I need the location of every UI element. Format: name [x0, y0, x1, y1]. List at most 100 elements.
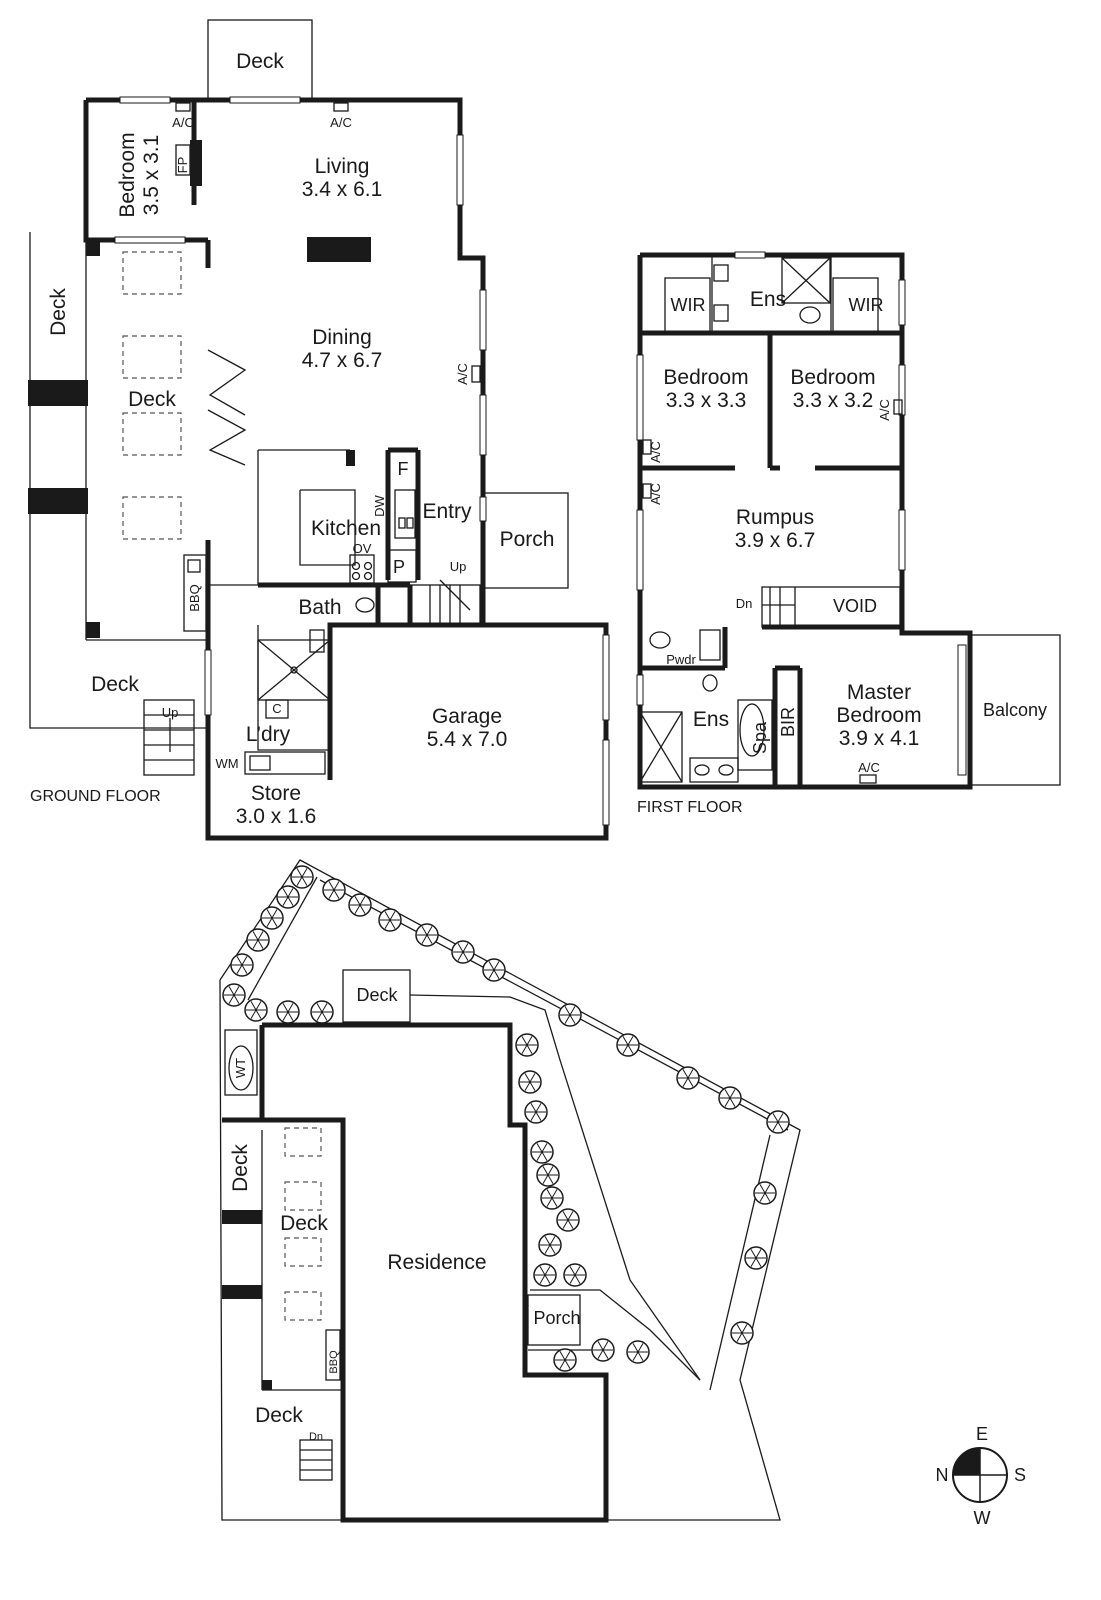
ff-balcony-label: Balcony [983, 700, 1047, 720]
tree-icon [482, 958, 506, 982]
site-residence-label: Residence [387, 1251, 486, 1274]
ff-ac-1-label: A/C [648, 441, 663, 463]
ff-rumpus-size: 3.9 x 6.7 [735, 529, 816, 552]
gf-dishwasher-label: DW [372, 494, 387, 516]
gf-oven-label: OV [353, 541, 372, 556]
ff-wir-left-label: WIR [671, 295, 706, 315]
ff-ac-4-label: A/C [858, 760, 880, 775]
first-floor-plan [636, 251, 1061, 790]
gf-ac-2-label: A/C [330, 115, 352, 130]
tree-icon [348, 893, 372, 917]
tree-icon [533, 1263, 557, 1287]
tree-icon [378, 908, 402, 932]
tree-icon [730, 1321, 754, 1345]
site-porch-label: Porch [533, 1308, 580, 1328]
gf-living-label: Living [315, 155, 370, 178]
site-water-tank-label: WT [233, 1058, 248, 1078]
tree-icon [290, 865, 314, 889]
first-floor-label: FIRST FLOOR [637, 799, 743, 816]
site-deck-top-label: Deck [356, 985, 398, 1005]
gf-deck-side-label: Deck [47, 288, 70, 336]
ff-ac-3-label: A/C [877, 399, 892, 421]
ff-wir-right-label: WIR [849, 295, 884, 315]
site-deck-bottom-label: Deck [255, 1404, 303, 1427]
tree-icon [558, 1003, 582, 1027]
ff-ac-2-label: A/C [648, 483, 663, 505]
compass-east-label: E [976, 1424, 988, 1444]
ff-master-label-1: Master [847, 681, 911, 704]
tree-icon [538, 1233, 562, 1257]
gf-laundry-label: L’dry [246, 723, 291, 746]
gf-bbq-label: BBQ [187, 584, 202, 611]
gf-deck-bottom-label: Deck [91, 673, 139, 696]
gf-ac-1-label: A/C [172, 115, 194, 130]
tree-icon [753, 1181, 777, 1205]
tree-icon [222, 983, 246, 1007]
tree-icon [310, 1000, 334, 1024]
tree-icon [563, 1263, 587, 1287]
gf-store-size: 3.0 x 1.6 [236, 805, 317, 828]
tree-icon [676, 1066, 700, 1090]
gf-cupboard-label: C [272, 701, 281, 716]
ff-down-label: Dn [736, 596, 753, 611]
gf-garage-size: 5.4 x 7.0 [427, 728, 508, 751]
gf-kitchen-label: Kitchen [311, 517, 381, 540]
gf-living-size: 3.4 x 6.1 [302, 178, 383, 201]
ground-floor-label: GROUND FLOOR [30, 788, 161, 805]
gf-garage-label: Garage [432, 705, 502, 728]
tree-icon [591, 1338, 615, 1362]
gf-fridge-label: F [398, 459, 409, 479]
tree-icon [451, 940, 475, 964]
gf-deck-top-label: Deck [236, 50, 284, 73]
ff-ensuite-top-label: Ens [750, 288, 786, 311]
ground-floor-plan [28, 19, 610, 841]
tree-icon [536, 1163, 560, 1187]
ff-powder-label: Pwdr [666, 652, 696, 667]
gf-up-stairs-label: Up [162, 705, 179, 720]
ff-void-label: VOID [833, 596, 877, 616]
ff-bedroom-left-label: Bedroom [663, 366, 748, 389]
tree-icon [556, 1208, 580, 1232]
tree-icon [616, 1033, 640, 1057]
gf-pantry-label: P [393, 557, 405, 577]
tree-icon [515, 1033, 539, 1057]
tree-icon [246, 928, 270, 952]
tree-icon [524, 1100, 548, 1124]
ff-rumpus-label: Rumpus [736, 506, 814, 529]
tree-icon [766, 1110, 790, 1134]
compass-south-label: S [1014, 1465, 1026, 1485]
ff-bedroom-right-size: 3.3 x 3.2 [793, 389, 874, 412]
compass [952, 1447, 1008, 1503]
compass-west-label: W [974, 1508, 991, 1528]
gf-porch-label: Porch [500, 528, 555, 551]
ff-master-size: 3.9 x 4.1 [839, 727, 920, 750]
ff-ensuite-bottom-label: Ens [693, 708, 729, 731]
tree-icon [276, 885, 300, 909]
gf-entry-label: Entry [422, 500, 472, 523]
tree-icon [626, 1340, 650, 1364]
gf-up-entry-label: Up [450, 559, 467, 574]
tree-icon [530, 1140, 554, 1164]
site-down-label: Dn [309, 1431, 323, 1443]
site-plan [219, 859, 801, 1523]
gf-dining-size: 4.7 x 6.7 [302, 349, 383, 372]
site-deck-inner-label: Deck [280, 1212, 328, 1235]
gf-fireplace-label: FP [175, 157, 190, 174]
tree-icon [553, 1348, 577, 1372]
ff-bedroom-left-size: 3.3 x 3.3 [666, 389, 747, 412]
gf-store-label: Store [251, 782, 301, 805]
gf-bedroom-size: 3.5 x 3.1 [140, 135, 163, 216]
tree-icon [322, 878, 346, 902]
gf-ac-3-label: A/C [455, 363, 470, 385]
tree-icon [244, 998, 268, 1022]
tree-icon [415, 923, 439, 947]
tree-icon [518, 1070, 542, 1094]
tree-icon [230, 953, 254, 977]
tree-icon [260, 906, 284, 930]
ff-bir-label: BIR [778, 707, 798, 737]
gf-bedroom-label: Bedroom [116, 132, 139, 217]
ff-spa-label: Spa [750, 721, 770, 754]
gf-bath-label: Bath [298, 596, 341, 619]
gf-deck-inner-label: Deck [128, 388, 176, 411]
